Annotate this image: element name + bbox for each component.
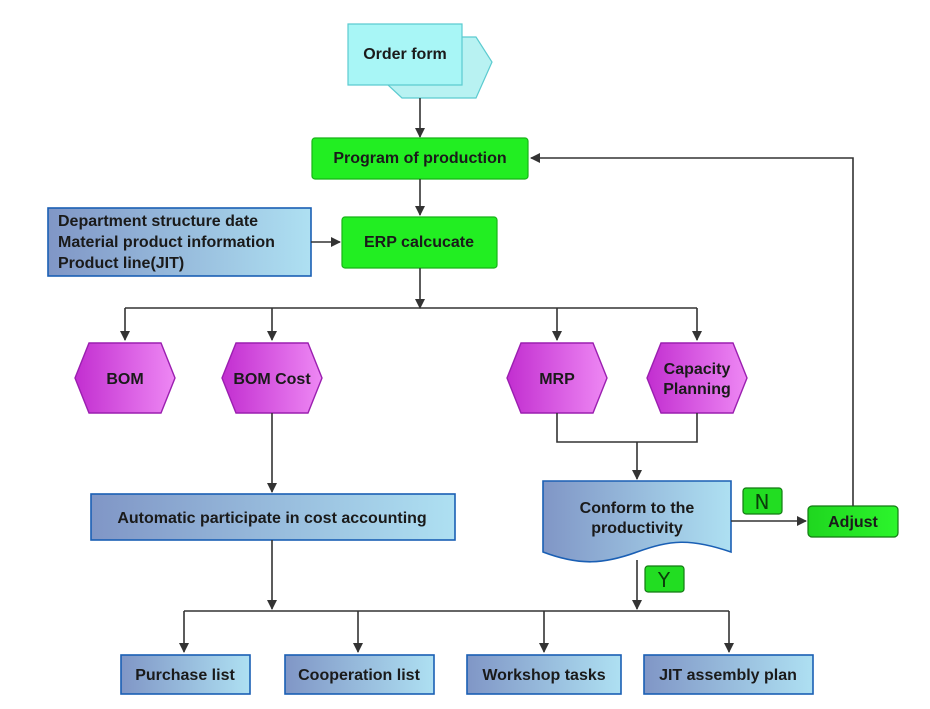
jit-assembly-plan-node: JIT assembly plan bbox=[643, 654, 814, 695]
yes-label: Y bbox=[657, 568, 671, 592]
order-form-label: Order form bbox=[363, 46, 447, 63]
conform-label-2: productivity bbox=[591, 520, 683, 537]
arrow-adjust-to-program bbox=[530, 153, 854, 506]
program-of-production-node: Program of production bbox=[311, 137, 529, 180]
bom-label: BOM bbox=[106, 371, 143, 388]
mrp-node: MRP bbox=[506, 342, 608, 414]
capacity-planning-node: Capacity Planning bbox=[646, 342, 748, 414]
adjust-label: Adjust bbox=[828, 514, 878, 531]
workshop-tasks-label: Workshop tasks bbox=[482, 667, 605, 684]
no-badge: N bbox=[742, 487, 783, 515]
conform-node: Conform to the productivity bbox=[542, 480, 732, 563]
order-form-node: Order form bbox=[347, 23, 493, 99]
cost-accounting-node: Automatic participate in cost accounting bbox=[90, 493, 456, 541]
erp-calculate-label: ERP calcucate bbox=[364, 234, 474, 251]
erp-calculate-node: ERP calcucate bbox=[341, 216, 498, 269]
bom-cost-node: BOM Cost bbox=[221, 342, 323, 414]
no-label: N bbox=[755, 490, 770, 514]
bom-cost-label: BOM Cost bbox=[233, 371, 311, 388]
conform-label-1: Conform to the bbox=[580, 500, 695, 517]
capacity-planning-label-2: Planning bbox=[663, 381, 731, 398]
cost-accounting-label: Automatic participate in cost accounting bbox=[117, 510, 426, 527]
bom-node: BOM bbox=[74, 342, 176, 414]
yes-badge: Y bbox=[644, 565, 685, 593]
info-box-line-2: Material product information bbox=[58, 234, 275, 251]
purchase-list-node: Purchase list bbox=[120, 654, 251, 695]
cooperation-list-node: Cooperation list bbox=[284, 654, 435, 695]
purchase-list-label: Purchase list bbox=[135, 667, 235, 684]
info-box-line-3: Product line(JIT) bbox=[58, 255, 184, 272]
jit-assembly-plan-label: JIT assembly plan bbox=[659, 667, 797, 684]
adjust-node: Adjust bbox=[807, 505, 899, 538]
workshop-tasks-node: Workshop tasks bbox=[466, 654, 622, 695]
merge-mrp-capacity bbox=[556, 413, 698, 443]
mrp-label: MRP bbox=[539, 371, 575, 388]
info-box-node: Department structure date Material produ… bbox=[47, 207, 312, 277]
capacity-planning-label-1: Capacity bbox=[664, 361, 731, 378]
cooperation-list-label: Cooperation list bbox=[298, 667, 420, 684]
program-of-production-label: Program of production bbox=[333, 150, 506, 167]
info-box-line-1: Department structure date bbox=[58, 213, 258, 230]
